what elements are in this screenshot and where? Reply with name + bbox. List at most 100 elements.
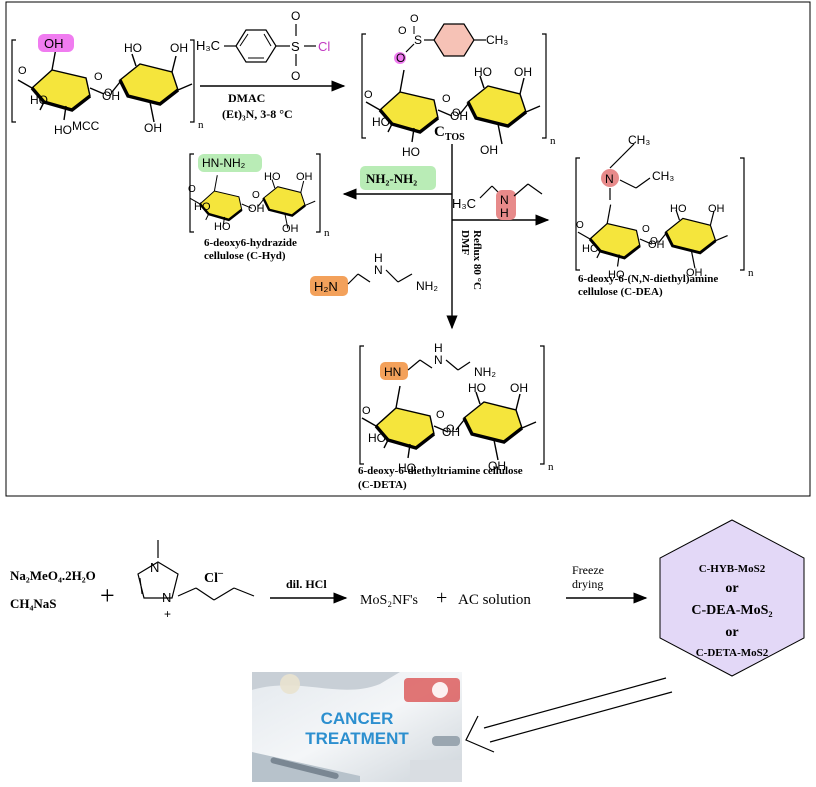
dien-reagent: H₂N N H NH₂ xyxy=(310,251,438,296)
mcc-oh: OH xyxy=(44,36,64,51)
chyd-oh-3: OH xyxy=(296,171,313,183)
dien-h2n: H₂N xyxy=(314,279,338,294)
mcc-n: n xyxy=(198,119,204,131)
tscl-s: S xyxy=(291,39,300,54)
dien-h: H xyxy=(374,251,383,265)
reagent-ch4nas: CH₄NaS xyxy=(10,596,57,611)
chyd-ho-3: HO xyxy=(264,171,281,183)
cdea-oh-3: OH xyxy=(708,203,725,215)
tscl-cl: Cl xyxy=(318,39,330,54)
application-arrow xyxy=(465,677,673,753)
ctos-o-c: O xyxy=(442,93,451,105)
dien-n: N xyxy=(374,263,383,277)
imidazolium-salt: N N + Cl– xyxy=(137,540,255,621)
product-cdeta-mos2: C-DETA-MoS2 xyxy=(696,647,769,659)
ctos-ho-2: HO xyxy=(402,145,420,159)
chyd-oh-4: OH xyxy=(282,223,299,235)
freeze-label: Freeze xyxy=(572,563,604,577)
chyd-ho-1: HO xyxy=(194,201,211,213)
cdeta-hn-highlight xyxy=(380,362,408,380)
product-hexagon xyxy=(659,519,805,677)
treatment-line: TREATMENT xyxy=(305,729,409,748)
ctos-ch3: CH₃ xyxy=(486,33,508,47)
ctos-structure: O S O O CH₃ HO HO OH HO OH O O O OH n xyxy=(361,13,556,159)
cdea-oh-4: OH xyxy=(686,267,703,279)
cdeta-oh-3: OH xyxy=(510,381,528,395)
cdea-ho-3: HO xyxy=(670,203,687,215)
ctos-ho-3: HO xyxy=(474,65,492,79)
product-or-1: or xyxy=(725,581,738,596)
mcc-oh-4: OH xyxy=(144,121,162,135)
mcc-ho-3: HO xyxy=(124,41,142,55)
dien-nh2: NH₂ xyxy=(416,279,438,293)
cdeta-caption-1: 6-deoxy-6-diethyltriamine cellulose xyxy=(358,465,523,477)
cdeta-caption-2: (C-DETA) xyxy=(358,479,407,491)
cdea-structure: N CH₃ CH₃ HO HO OH HO OH O O O OH n xyxy=(575,133,754,281)
dea-n: N xyxy=(500,193,509,207)
cdea-ho-1: HO xyxy=(582,243,599,255)
dea-nh-highlight xyxy=(496,190,516,220)
cdea-caption-2: cellulose (C-DEA) xyxy=(578,286,663,298)
mcc-o-1: O xyxy=(18,65,27,77)
ctos-o-b: O xyxy=(452,107,461,119)
cdeta-ho-2: HO xyxy=(398,461,416,475)
plus-2: + xyxy=(436,587,447,609)
ctos-caption: CTOS xyxy=(434,124,465,143)
ac-solution: AC solution xyxy=(458,592,531,608)
chyd-group: HN-NH₂ xyxy=(202,156,246,170)
ctos-o-highlight xyxy=(394,52,406,64)
ctos-ho-1: HO xyxy=(372,115,390,129)
mcc-oh-3: OH xyxy=(170,41,188,55)
ctos-oh-4: OH xyxy=(480,143,498,157)
cdea-n-highlight xyxy=(601,169,619,187)
acid-step-label: dil. HCl xyxy=(286,577,327,591)
cdeta-oh-4: OH xyxy=(488,459,506,473)
ctos-n: n xyxy=(550,135,556,147)
product-or-2: or xyxy=(725,625,738,640)
ctos-o1: O xyxy=(410,13,419,25)
chyd-group-highlight xyxy=(198,154,262,172)
step1-base: (Et)₃N, 3-8 °C xyxy=(222,107,293,121)
mcc-structure: OH HO HO OH HO OH O O O OH n xyxy=(11,34,204,137)
ctos-oh-3: OH xyxy=(514,65,532,79)
cdea-n-repeat: n xyxy=(748,267,754,279)
top-scheme-frame xyxy=(5,1,811,497)
step1-solvent: DMAC xyxy=(228,91,265,105)
imidazolium-charge: + xyxy=(164,607,171,621)
ctos-oh-2: OH xyxy=(450,109,468,123)
cdeta-oh-2: OH xyxy=(442,425,460,439)
reagent-sodium-molybdate: Na₂MeO₄.2H₂O xyxy=(10,568,96,583)
chyd-n: n xyxy=(324,227,330,239)
cdeta-structure: HN N H NH₂ HO HO OH HO OH O O O OH n xyxy=(359,341,554,475)
imidazolium-n2: N xyxy=(162,590,171,605)
ctos-o2: O xyxy=(398,25,407,37)
mcc-o-2: O xyxy=(104,87,113,99)
product-cdea-mos2: C-DEA-MoS₂ xyxy=(691,603,772,618)
cdeta-o-c: O xyxy=(436,409,445,421)
chyd-ho-2: HO xyxy=(214,221,231,233)
cdea-oh-2: OH xyxy=(648,239,665,251)
cdea-n: N xyxy=(605,172,614,186)
cdea-o-c: O xyxy=(642,224,650,235)
chloride-ion: Cl– xyxy=(204,568,224,586)
cdeta-nh2: NH₂ xyxy=(474,365,496,379)
chyd-oh-2: OH xyxy=(248,203,265,215)
tosyl-chloride: H₃C S O O Cl xyxy=(196,9,330,83)
dea-h3c: H₃C xyxy=(452,196,476,211)
hydrazine-highlight xyxy=(360,166,436,190)
dmf-solvent: DMF xyxy=(459,230,471,255)
cdeta-h-mid: H xyxy=(434,341,443,355)
cdea-o-a: O xyxy=(576,220,584,231)
cdeta-n-repeat: n xyxy=(548,461,554,473)
tscl-o-top: O xyxy=(291,9,300,23)
mcc-oh-2: OH xyxy=(102,89,120,103)
cdea-caption-1: 6-deoxy-6-(N,N-diethyl)amine xyxy=(578,273,718,285)
cdea-ho-2: HO xyxy=(608,269,625,281)
ctos-o-a: O xyxy=(364,89,373,101)
cdea-ch3-top: CH₃ xyxy=(628,133,650,147)
cancer-line: CANCER xyxy=(321,709,394,728)
dien-h2n-highlight xyxy=(310,276,348,296)
cdea-ch3-right: CH₃ xyxy=(652,169,674,183)
mcc-caption: MCC xyxy=(72,119,100,133)
